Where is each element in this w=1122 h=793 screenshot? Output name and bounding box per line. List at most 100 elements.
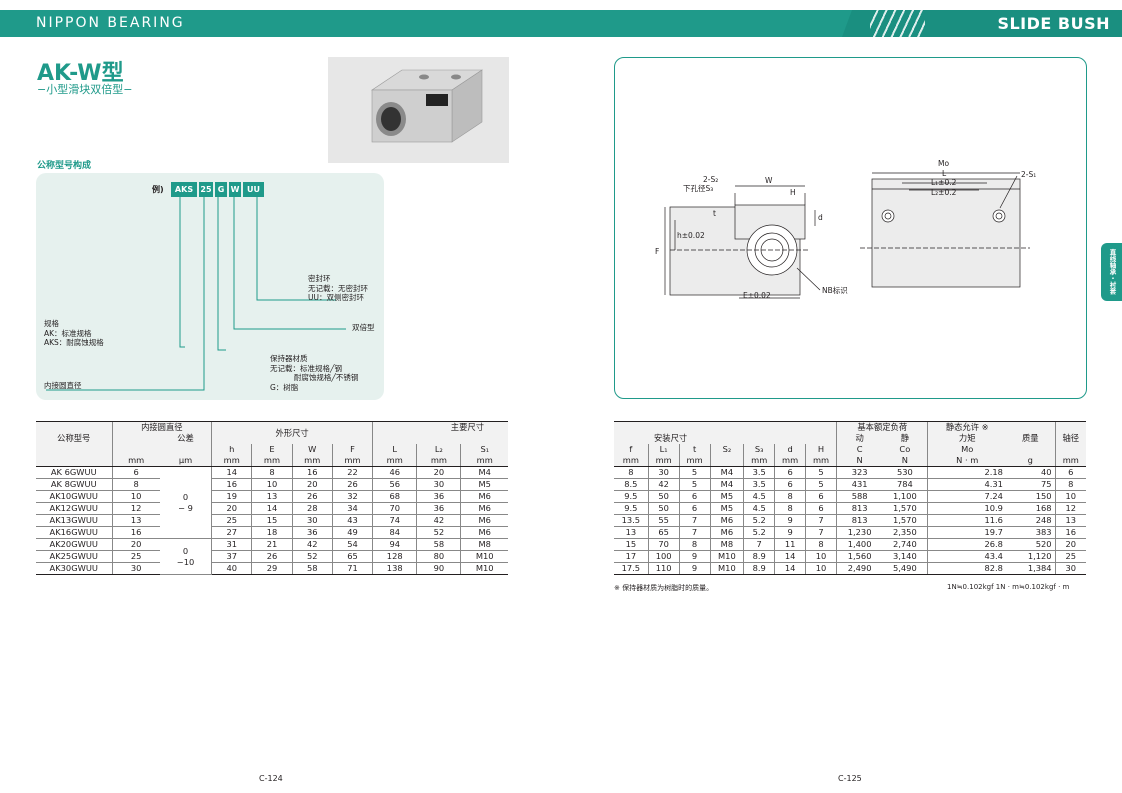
table-cell: 42 bbox=[291, 538, 333, 552]
table-cell: 383 bbox=[1005, 526, 1056, 540]
table-cell: 8 bbox=[614, 466, 649, 480]
table-cell: 7 bbox=[678, 514, 711, 528]
table-cell: AK 6GWUU bbox=[36, 466, 112, 480]
table-cell: 25 bbox=[211, 514, 252, 528]
table-cell: 6 bbox=[678, 490, 711, 504]
col-main-group: 主要尺寸 bbox=[372, 421, 508, 433]
table-cell: M8 bbox=[709, 538, 744, 552]
table-cell: M10 bbox=[460, 550, 508, 564]
table-cell: 2,490 bbox=[836, 562, 883, 576]
table-cell: 168 bbox=[1005, 502, 1056, 516]
table-cell: 530 bbox=[882, 466, 928, 480]
col-s1: S₁ bbox=[460, 444, 508, 456]
unit: mm bbox=[1054, 455, 1086, 468]
label-s2: 2-S₂ bbox=[703, 175, 718, 184]
table-cell: 15 bbox=[251, 514, 293, 528]
table-cell: 13 bbox=[251, 490, 293, 504]
table-cell: 9 bbox=[774, 514, 806, 528]
table-cell: 138 bbox=[372, 562, 417, 576]
example-prefix: 例) bbox=[152, 185, 164, 194]
table-cell: 40 bbox=[1005, 466, 1056, 480]
table-cell: 49 bbox=[331, 526, 373, 540]
table-cell: 128 bbox=[372, 550, 417, 564]
product-subtitle: −小型滑块双倍型− bbox=[37, 83, 133, 96]
table-cell: 22 bbox=[331, 466, 373, 480]
table-cell: 36 bbox=[416, 490, 461, 504]
table-cell: 30 bbox=[416, 478, 461, 492]
label-f: F bbox=[655, 247, 659, 256]
table-cell: 3,140 bbox=[882, 550, 928, 564]
col-dyn: 动 bbox=[836, 433, 883, 445]
label-l2: L₂±0.2 bbox=[931, 188, 957, 197]
table-cell: M8 bbox=[460, 538, 508, 552]
table-cell: 71 bbox=[331, 562, 373, 576]
nomenclature-box: 密封环 无记载：无密封环 UU：双侧密封环 双倍型 规格 AK：标准规格 AKS… bbox=[36, 173, 384, 400]
brand-name: NIPPON BEARING bbox=[36, 15, 185, 31]
code-retainer: G bbox=[215, 182, 227, 197]
table-cell: 29 bbox=[251, 562, 293, 576]
table-cell: M6 bbox=[460, 490, 508, 504]
table-cell: 20 bbox=[416, 466, 461, 480]
mo-heading: 静态允许 bbox=[945, 422, 980, 432]
table-cell: 520 bbox=[1005, 538, 1056, 552]
table-cell: 248 bbox=[1005, 514, 1056, 528]
label-s1: 2-S₁ bbox=[1021, 170, 1036, 179]
table-cell: 2,350 bbox=[882, 526, 928, 540]
unit: mm bbox=[678, 455, 711, 468]
table-cell: 1,570 bbox=[882, 514, 928, 528]
col-l1: L₁ bbox=[647, 444, 680, 456]
table-cell: 5 bbox=[678, 478, 711, 492]
table-cell: 10 bbox=[251, 478, 293, 492]
table-cell: 8 bbox=[1054, 478, 1086, 492]
table-cell: 6 bbox=[805, 502, 837, 516]
table-cell: AK25GWUU bbox=[36, 550, 112, 564]
table-cell: M5 bbox=[709, 490, 744, 504]
table-cell: 2.18 bbox=[927, 466, 1006, 480]
unit bbox=[709, 455, 744, 468]
page-number-right: C-125 bbox=[838, 774, 862, 783]
label-t: t bbox=[713, 209, 716, 218]
table-cell: 100 bbox=[647, 550, 680, 564]
table-cell: 4.31 bbox=[927, 478, 1006, 492]
table-cell: 1,384 bbox=[1005, 562, 1056, 576]
table-cell: 14 bbox=[774, 562, 806, 576]
unit: mm bbox=[251, 455, 293, 468]
table-cell: 30 bbox=[111, 562, 160, 576]
table-cell: 12 bbox=[1054, 502, 1086, 516]
table-cell: 6 bbox=[111, 466, 160, 480]
table-cell: 0 − 9 bbox=[159, 466, 212, 540]
table-cell: 1,100 bbox=[882, 490, 928, 504]
table-cell: 16 bbox=[1054, 526, 1086, 540]
table-cell: 8 bbox=[774, 502, 806, 516]
unit: mm bbox=[647, 455, 680, 468]
col-mo-group: 静态允许 ※ bbox=[927, 421, 1006, 433]
table-cell: 13 bbox=[614, 526, 649, 540]
table-cell: 30 bbox=[291, 514, 333, 528]
col-model: 公称型号 bbox=[36, 421, 112, 456]
label-e: E±0.02 bbox=[743, 291, 771, 300]
table-cell: 5 bbox=[805, 478, 837, 492]
col-c: C bbox=[836, 444, 883, 456]
table-cell: 8 bbox=[774, 490, 806, 504]
table-cell: 14 bbox=[774, 550, 806, 564]
table-cell: 8 bbox=[111, 478, 160, 492]
col-h: h bbox=[211, 444, 252, 456]
side-tab[interactable]: 直线轴承・衬套 bbox=[1101, 243, 1122, 301]
table-cell: 14 bbox=[211, 466, 252, 480]
table-cell: AK10GWUU bbox=[36, 490, 112, 504]
col-load-group: 基本额定负荷 bbox=[835, 421, 928, 433]
decorative-stripes bbox=[870, 10, 925, 37]
table-cell: 65 bbox=[647, 526, 680, 540]
table-cell: 32 bbox=[331, 490, 373, 504]
col-tol: 公差 bbox=[159, 433, 212, 445]
table-cell: 813 bbox=[836, 502, 883, 516]
